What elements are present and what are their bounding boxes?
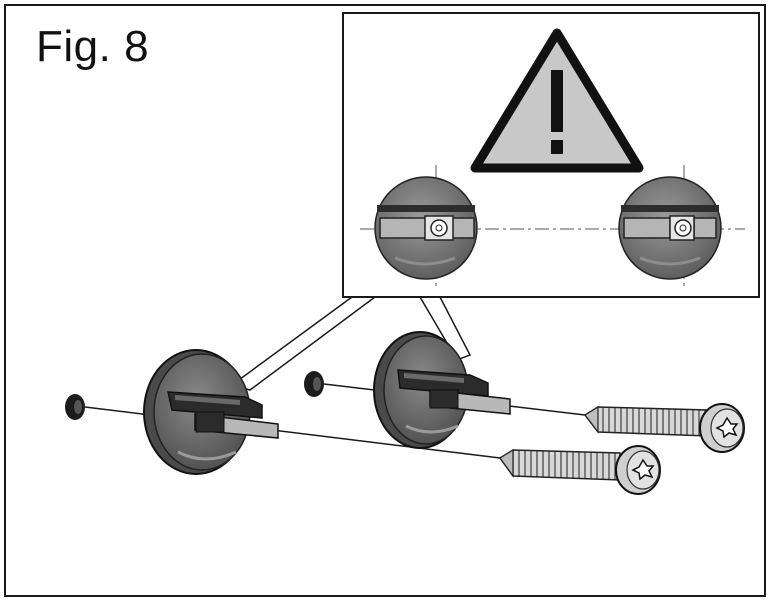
warning-triangle-icon (470, 28, 644, 173)
figure-label: Fig. 8 (36, 22, 150, 71)
wall-plug-right (304, 371, 324, 397)
torx-screw-icon (583, 403, 745, 453)
detail-bracket-left (374, 176, 478, 280)
wall-plug-left (65, 394, 85, 420)
mounting-bracket-left (143, 349, 279, 475)
detail-bracket-right (618, 176, 722, 280)
mounting-bracket-right (373, 331, 511, 449)
torx-screw-icon (498, 445, 661, 495)
